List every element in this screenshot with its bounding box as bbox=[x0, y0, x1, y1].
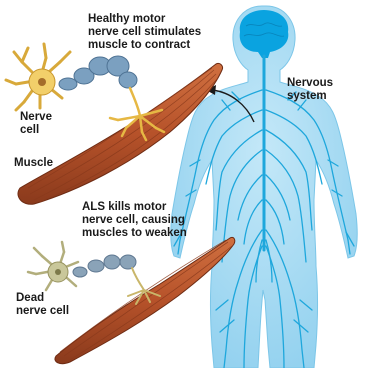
dead-nerve-cell bbox=[28, 242, 160, 304]
als-caption-line-3: muscles to weaken bbox=[82, 227, 187, 239]
nervous-system-label-line-2: system bbox=[287, 90, 327, 102]
dead-nerve-cell-label-line-1: Dead bbox=[16, 292, 44, 304]
weakened-muscle bbox=[55, 237, 235, 363]
als-caption-line-2: nerve cell, causing bbox=[82, 214, 185, 226]
nervous-system-label-line-1: Nervous bbox=[287, 77, 333, 89]
dead-nerve-cell-label-line-2: nerve cell bbox=[16, 305, 69, 317]
healthy-caption-line-3: muscle to contract bbox=[88, 39, 190, 51]
muscle-label: Muscle bbox=[14, 157, 53, 169]
healthy-caption-line-1: Healthy motor bbox=[88, 13, 165, 25]
nerve-cell-label-line-2: cell bbox=[20, 124, 39, 136]
healthy-caption-line-2: nerve cell stimulates bbox=[88, 26, 201, 38]
als-caption-line-1: ALS kills motor bbox=[82, 201, 166, 213]
nerve-cell-label-line-1: Nerve bbox=[20, 111, 52, 123]
